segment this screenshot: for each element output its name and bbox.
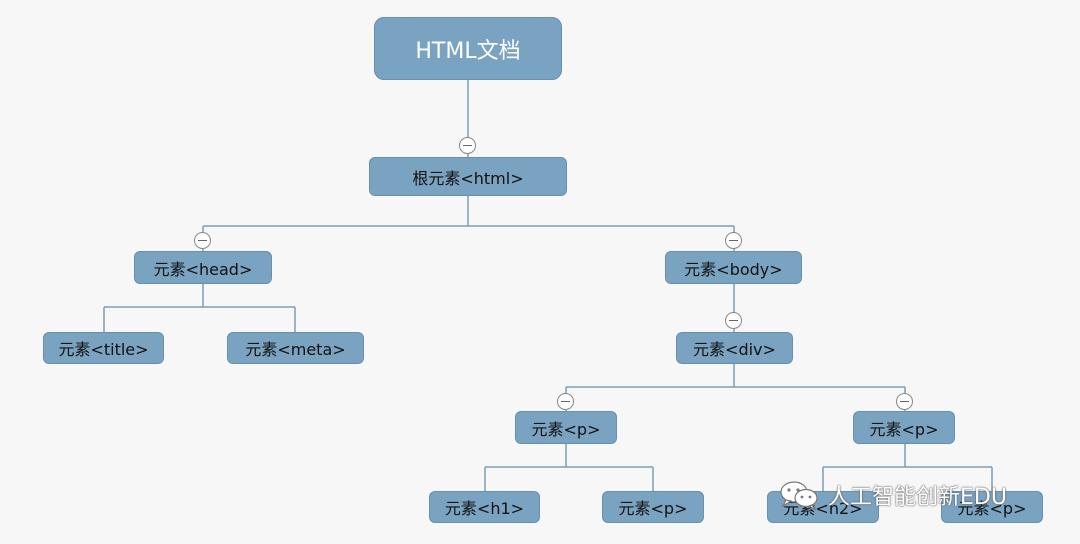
node-p-left[interactable]: 元素<p> (515, 411, 617, 444)
watermark-text: 人工智能创新EDU (828, 485, 1007, 510)
node-p-right[interactable]: 元素<p> (853, 411, 955, 444)
node-div[interactable]: 元素<div> (676, 332, 793, 364)
collapse-toggle-head[interactable] (194, 232, 211, 249)
node-root-html[interactable]: 根元素<html> (369, 157, 567, 196)
node-p-left-child[interactable]: 元素<p> (602, 491, 704, 523)
collapse-toggle-p-right[interactable] (896, 393, 913, 410)
wechat-icon (780, 481, 818, 511)
collapse-toggle-html[interactable] (459, 137, 476, 154)
watermark: 人工智能创新EDU (778, 478, 1007, 512)
node-head[interactable]: 元素<head> (134, 251, 272, 284)
node-html-document[interactable]: HTML文档 (374, 17, 562, 80)
node-p-right-child[interactable]: 元素<p> (941, 491, 1043, 523)
node-meta[interactable]: 元素<meta> (227, 332, 364, 364)
collapse-toggle-div[interactable] (725, 312, 742, 329)
node-title[interactable]: 元素<title> (43, 332, 164, 364)
collapse-toggle-body[interactable] (725, 232, 742, 249)
node-h1[interactable]: 元素<h1> (429, 491, 540, 523)
collapse-toggle-p-left[interactable] (557, 393, 574, 410)
node-body[interactable]: 元素<body> (665, 251, 802, 284)
